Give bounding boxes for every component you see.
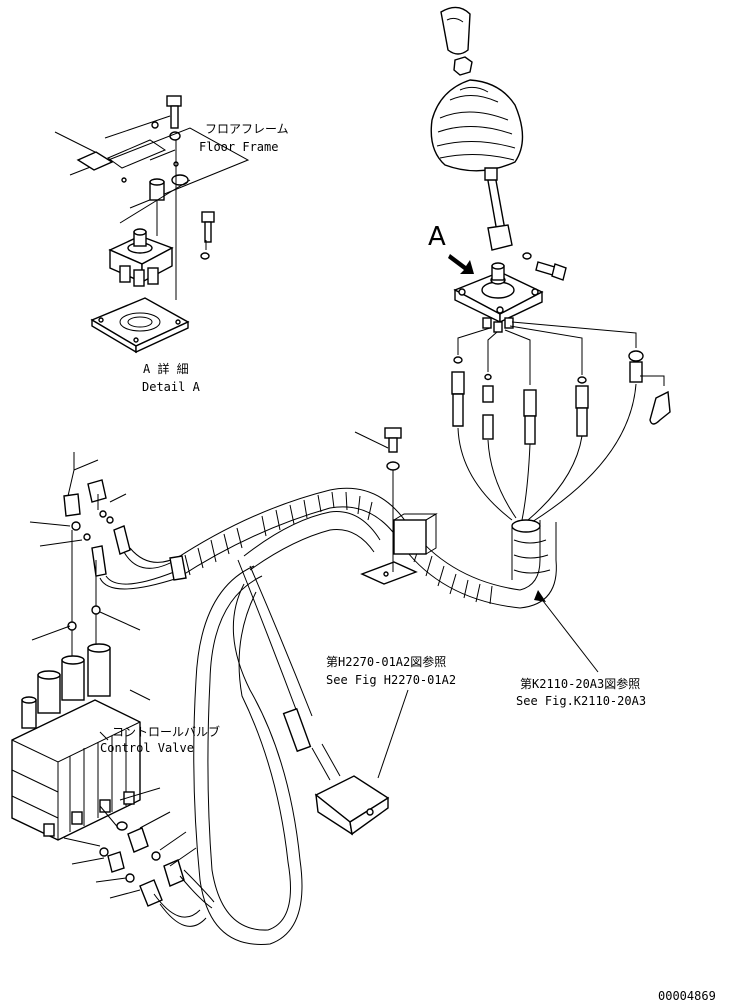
view-a-arrow bbox=[448, 254, 474, 274]
joystick-lever bbox=[430, 6, 567, 281]
floor-frame-label-en: Floor Frame bbox=[199, 140, 278, 154]
pilot-fittings bbox=[451, 350, 671, 445]
loop-hose bbox=[193, 565, 303, 945]
ref2-label-en: See Fig.K2110-20A3 bbox=[516, 694, 646, 708]
detail-a bbox=[54, 95, 250, 354]
ref1-label-jp: 第H2270-01A2図参照 bbox=[326, 654, 446, 669]
pilot-hoses bbox=[457, 383, 637, 523]
view-a-letter: A bbox=[428, 222, 446, 252]
control-valve-label-jp: コントロールバルブ bbox=[112, 724, 220, 739]
ref2-label-jp: 第K2110-20A3図参照 bbox=[520, 676, 640, 691]
detail-a-label-jp: A 詳 細 bbox=[143, 361, 189, 376]
left-fittings bbox=[29, 452, 187, 680]
drawing-number: 00004869 bbox=[658, 989, 716, 1003]
ref1-label-en: See Fig H2270-01A2 bbox=[326, 673, 456, 687]
control-valve bbox=[11, 643, 151, 841]
bracket-bolt bbox=[354, 427, 402, 572]
detail-a-label-en: Detail A bbox=[142, 380, 201, 394]
hose-bundle bbox=[173, 487, 557, 609]
valve-bottom-fittings bbox=[63, 787, 215, 927]
control-valve-label-en: Control Valve bbox=[100, 741, 194, 755]
switch-hose bbox=[237, 559, 409, 836]
pilot-valve bbox=[453, 262, 544, 333]
ref2-leader bbox=[539, 596, 599, 673]
floor-frame-label-jp: フロアフレーム bbox=[205, 122, 289, 136]
